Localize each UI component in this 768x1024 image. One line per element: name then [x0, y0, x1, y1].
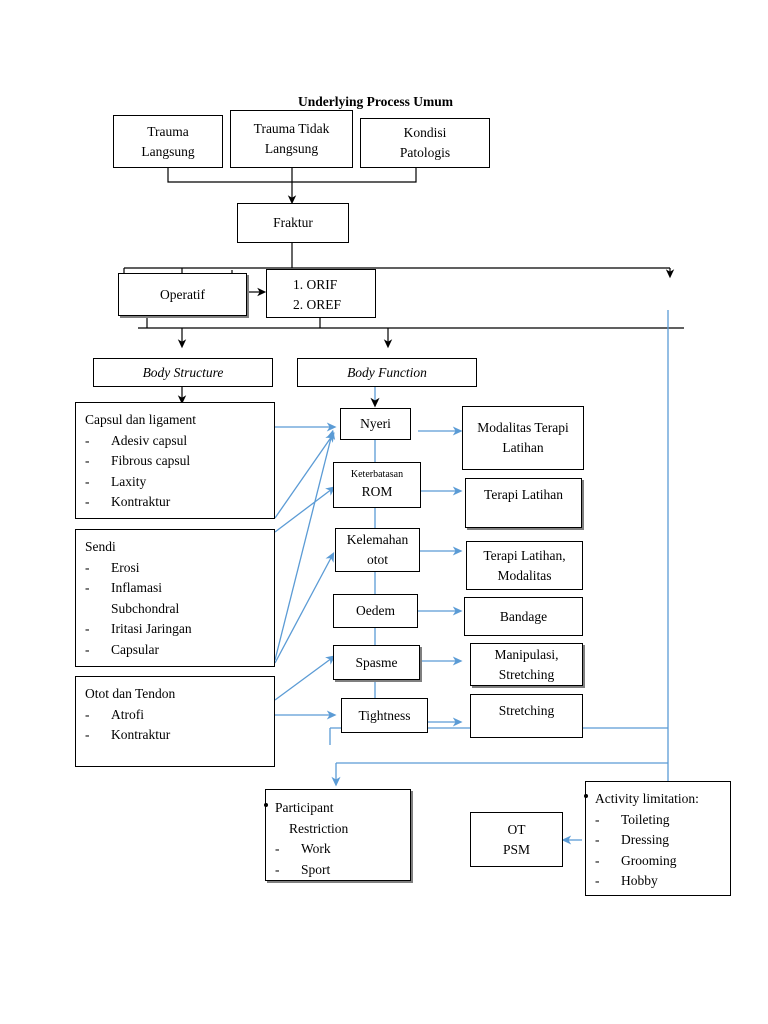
impairment-label-line2: otot	[366, 552, 388, 567]
impairment-label: Tightness	[358, 707, 411, 723]
cause-box-trauma-langsung: Trauma Langsung	[113, 115, 223, 168]
structure-box-otot-tendon: Otot dan Tendon Atrofi Kontraktur	[75, 676, 275, 767]
intervention-line-1: Terapi Latihan	[484, 487, 563, 502]
activity-item: Grooming	[595, 851, 722, 871]
impairment-box-spasme: Spasme	[333, 645, 420, 680]
impairment-box-tightness: Tightness	[341, 698, 428, 733]
structure-box-capsul: Capsul dan ligament Adesiv capsul Fibrou…	[75, 402, 275, 519]
body-structure-box: Body Structure	[93, 358, 273, 387]
structure-item: Iritasi Jaringan	[85, 619, 266, 639]
ot-label: OT	[507, 821, 526, 837]
structure-heading: Otot dan Tendon	[85, 686, 176, 701]
participant-item: Sport	[275, 860, 402, 880]
participant-heading-2: Restriction	[289, 820, 349, 836]
participant-restriction-box: Participant Restriction Work Sport	[265, 789, 411, 881]
participant-heading: Participant	[275, 800, 334, 815]
activity-item: Dressing	[595, 830, 722, 850]
structure-item-clipped	[85, 513, 266, 518]
structure-item: Erosi	[85, 558, 266, 578]
impairment-box-oedem: Oedem	[333, 594, 418, 628]
activity-bullet-icon	[584, 794, 588, 798]
operatif-label: Operatif	[160, 286, 205, 302]
structure-item: Capsular	[85, 640, 266, 660]
cause-line-2: Patologis	[399, 145, 451, 160]
structure-item: Adesiv capsul	[85, 431, 266, 451]
cause-line-1: Kondisi	[403, 125, 447, 141]
structure-item-continuation: Subchondral	[111, 600, 180, 616]
impairment-label-line1: Keterbatasan	[350, 468, 404, 480]
intervention-box-manipulasi-stretching: Manipulasi, Stretching	[470, 643, 583, 686]
impairment-label: Nyeri	[360, 416, 391, 432]
orif-item: 1. ORIF	[293, 277, 338, 292]
structure-item: Kontraktur	[85, 492, 266, 512]
activity-item: Toileting	[595, 810, 722, 830]
ot-psm-box: OT PSM	[470, 812, 563, 867]
cause-line-2: Langsung	[141, 143, 195, 159]
intervention-box-stretching: Stretching	[470, 694, 583, 738]
operatif-box: Operatif	[118, 273, 247, 316]
intervention-line-1: Bandage	[499, 608, 548, 624]
participant-item: Work	[275, 839, 402, 859]
structure-item: Kontraktur	[85, 725, 266, 745]
structure-heading: Capsul dan ligament	[85, 412, 196, 427]
impairment-box-nyeri: Nyeri	[340, 408, 411, 440]
psm-label: PSM	[502, 841, 531, 857]
impairment-label-line1: Kelemahan	[346, 532, 409, 548]
structure-item: Atrofi	[85, 705, 266, 725]
fraktur-label: Fraktur	[273, 215, 313, 231]
impairment-box-kelemahan-otot: Kelemahan otot	[335, 528, 420, 572]
intervention-line-1: Modalitas Terapi	[477, 420, 569, 436]
structure-item: Inflamasi	[85, 578, 266, 598]
intervention-line-1: Manipulasi,	[494, 646, 559, 662]
structure-heading: Sendi	[85, 539, 116, 554]
cause-box-trauma-tidak-langsung: Trauma Tidak Langsung	[230, 110, 353, 168]
intervention-box-terapi-latihan-modalitas: Terapi Latihan, Modalitas	[466, 541, 583, 590]
body-function-box: Body Function	[297, 358, 477, 387]
impairment-label-line2: ROM	[361, 484, 393, 500]
intervention-box-bandage: Bandage	[464, 597, 583, 636]
activity-item: Hobby	[595, 871, 722, 891]
cause-line-2: Langsung	[264, 141, 319, 156]
intervention-line-2: Latihan	[502, 440, 544, 455]
impairment-box-keterbatasan-rom: Keterbatasan ROM	[333, 462, 421, 508]
activity-heading: Activity limitation:	[595, 791, 699, 806]
structure-item: Fibrous capsul	[85, 451, 266, 471]
activity-limitation-box: Activity limitation: Toileting Dressing …	[585, 781, 731, 896]
body-structure-label: Body Structure	[142, 364, 224, 380]
participant-bullet-icon	[264, 803, 268, 807]
body-function-label: Body Function	[347, 364, 427, 380]
orif-oref-box: 1. ORIF 2. OREF	[266, 269, 376, 318]
intervention-line-1: Stretching	[498, 703, 555, 718]
intervention-line-2: Stretching	[498, 666, 555, 682]
impairment-label: Spasme	[355, 654, 398, 670]
oref-item: 2. OREF	[293, 296, 342, 312]
structure-box-sendi: Sendi Erosi Inflamasi Subchondral Iritas…	[75, 529, 275, 667]
fraktur-box: Fraktur	[237, 203, 349, 243]
intervention-box-modalitas-terapi-latihan: Modalitas Terapi Latihan	[462, 406, 584, 470]
impairment-label: Oedem	[356, 603, 395, 619]
cause-line-1: Trauma	[147, 123, 189, 139]
intervention-line-2: Modalitas	[497, 567, 552, 583]
intervention-box-terapi-latihan: Terapi Latihan	[465, 478, 582, 528]
page-title: Underlying Process Umum	[298, 94, 453, 109]
intervention-line-1: Terapi Latihan,	[483, 547, 566, 563]
cause-box-kondisi-patologis: Kondisi Patologis	[360, 118, 490, 168]
structure-item: Laxity	[85, 472, 266, 492]
cause-line-1: Trauma Tidak	[253, 121, 330, 137]
